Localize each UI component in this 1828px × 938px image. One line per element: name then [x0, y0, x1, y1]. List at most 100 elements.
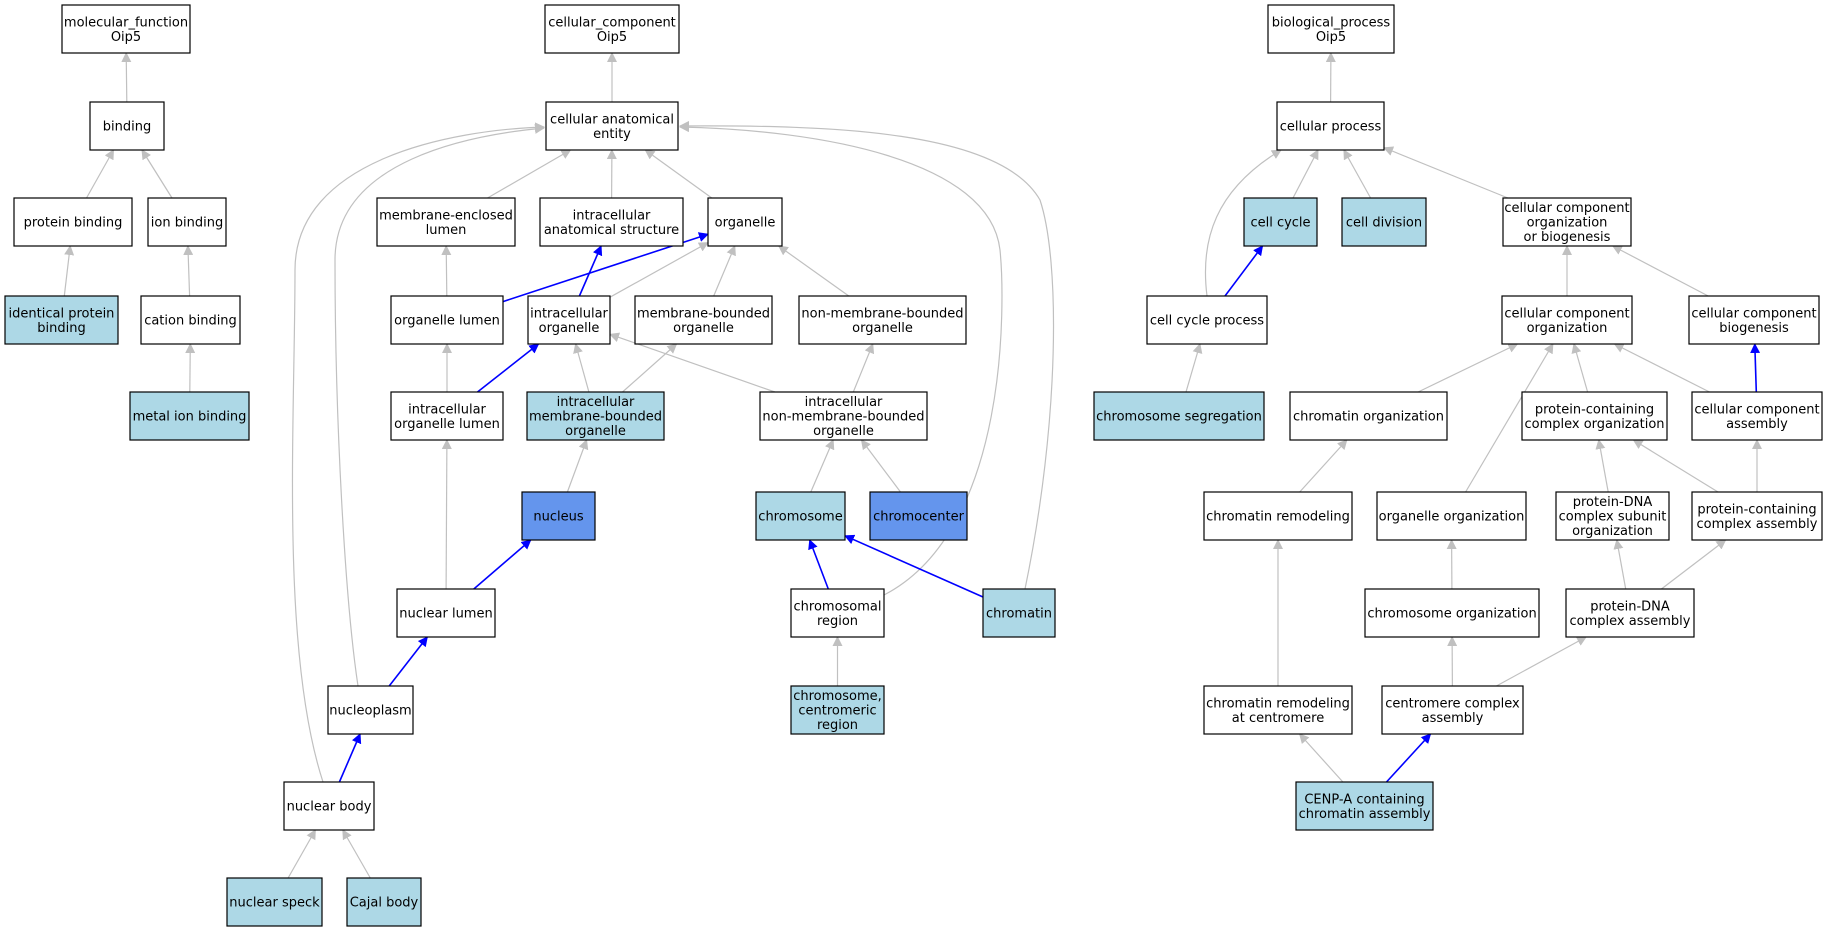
- edge-protein_dna_complex_assembly-to-protein_containing_complex_assembly: [1661, 540, 1725, 589]
- node-label-line: complex assembly: [1697, 517, 1818, 532]
- go-term-node-organelle[interactable]: organelle: [708, 198, 782, 246]
- edge-protein_containing_complex_assembly-to-protein_containing_complex_organization: [1634, 440, 1719, 492]
- go-term-node-binding[interactable]: binding: [90, 102, 164, 150]
- go-term-node-nucleoplasm[interactable]: nucleoplasm: [328, 686, 413, 734]
- node-label-line: organelle lumen: [394, 417, 500, 432]
- node-label-line: assembly: [1726, 417, 1788, 432]
- node-label-line: region: [817, 718, 858, 733]
- go-term-node-ion-binding[interactable]: ion binding: [148, 198, 226, 246]
- node-label-line: cell division: [1346, 216, 1422, 231]
- node-label-line: non-membrane-bounded: [762, 410, 924, 425]
- node-label-line: organelle: [813, 424, 874, 439]
- node-label-line: biogenesis: [1719, 321, 1789, 336]
- node-label-line: Oip5: [1316, 30, 1346, 45]
- go-term-node-chromatin[interactable]: chromatin: [983, 589, 1055, 637]
- go-term-node-cellular-process[interactable]: cellular process: [1277, 102, 1384, 150]
- go-term-node-chromocenter[interactable]: chromocenter: [870, 492, 967, 540]
- go-term-node-chromatin-remodeling[interactable]: chromatin remodeling: [1204, 492, 1352, 540]
- edge-nuclear_speck-to-nuclear_body: [288, 830, 315, 878]
- go-term-node-chromosome-segregation[interactable]: chromosome segregation: [1094, 392, 1264, 440]
- go-term-node-organelle-lumen[interactable]: organelle lumen: [391, 296, 503, 344]
- node-label-line: membrane-bounded: [637, 306, 770, 321]
- node-label-line: intracellular: [805, 395, 883, 410]
- node-label-line: protein-containing: [1697, 502, 1816, 517]
- node-label-line: chromocenter: [873, 510, 964, 525]
- go-term-node-metal-ion-binding[interactable]: metal ion binding: [130, 392, 249, 440]
- node-label-line: cellular process: [1280, 120, 1382, 135]
- node-label-line: non-membrane-bounded: [801, 306, 963, 321]
- node-label-line: complex assembly: [1570, 614, 1691, 629]
- go-term-node-chromatin-organization[interactable]: chromatin organization: [1290, 392, 1447, 440]
- go-term-node-protein-binding[interactable]: protein binding: [14, 198, 132, 246]
- edge-nucleoplasm-to-nuclear_lumen: [389, 637, 427, 686]
- node-label-line: protein binding: [24, 216, 123, 231]
- edge-cell_division-to-cellular_process: [1344, 150, 1371, 198]
- node-label-line: cellular anatomical: [550, 112, 674, 127]
- go-term-node-cell-cycle[interactable]: cell cycle: [1244, 198, 1317, 246]
- go-term-node-cation-binding[interactable]: cation binding: [141, 296, 240, 344]
- edge-protein_containing_complex_organization-to-cc_organization: [1574, 344, 1588, 392]
- edge-chromatin-to-chromosome: [845, 536, 983, 597]
- edge-intracellular_membrane_bounded_organelle-to-intracellular_organelle: [576, 344, 589, 392]
- edge-cc_org_or_biogenesis-to-cellular_process: [1384, 148, 1508, 198]
- node-label-line: centromeric: [798, 704, 876, 719]
- go-term-node-cajal-body[interactable]: Cajal body: [347, 878, 421, 926]
- edge-cc_assembly-to-cc_biogenesis: [1755, 344, 1757, 392]
- node-label-line: ion binding: [151, 216, 223, 231]
- go-term-node-cell-division[interactable]: cell division: [1342, 198, 1426, 246]
- go-term-node-nuclear-body[interactable]: nuclear body: [284, 782, 374, 830]
- node-label-line: molecular_function: [64, 15, 188, 30]
- edge-cajal_body-to-nuclear_body: [343, 830, 371, 878]
- go-term-node-cell-cycle-process[interactable]: cell cycle process: [1147, 296, 1267, 344]
- node-label-line: cellular component: [1691, 306, 1816, 321]
- go-term-node-nuclear-speck[interactable]: nuclear speck: [227, 878, 322, 926]
- go-term-node-organelle-organization[interactable]: organelle organization: [1377, 492, 1526, 540]
- node-label-line: chromosome: [758, 510, 842, 525]
- edge-binding-to-mf_root: [126, 53, 127, 102]
- node-label-line: membrane-enclosed: [379, 208, 513, 223]
- go-term-node-chromosome[interactable]: chromosome: [756, 492, 845, 540]
- go-term-node-nuclear-lumen[interactable]: nuclear lumen: [397, 589, 495, 637]
- go-term-node-nucleus[interactable]: nucleus: [522, 492, 595, 540]
- edge-membrane_bounded_organelle-to-organelle: [714, 246, 735, 296]
- edge-membrane_enclosed_lumen-to-cellular_anatomical_entity: [488, 150, 571, 198]
- node-label-line: CENP-A containing: [1304, 792, 1424, 807]
- node-label-line: chromosome segregation: [1096, 410, 1262, 425]
- node-label-line: nuclear lumen: [399, 607, 492, 622]
- node-label-line: centromere complex: [1385, 696, 1520, 711]
- edge-chromosomal_region-to-chromosome: [810, 540, 829, 589]
- go-term-node-intracellular-non-membrane-bounded-organelle[interactable]: intracellularnon-membrane-boundedorganel…: [760, 392, 927, 440]
- node-label-line: cell cycle process: [1150, 314, 1264, 329]
- node-label-line: identical protein: [9, 306, 115, 321]
- edge-intracellular_non_membrane_bounded_organelle-to-non_membrane_bounded_organelle: [853, 344, 873, 392]
- go-term-node-chromosome-organization[interactable]: chromosome organization: [1365, 589, 1539, 637]
- edge-cell_cycle-to-cellular_process: [1293, 150, 1318, 198]
- node-label-line: chromatin: [986, 607, 1052, 622]
- edge-ion_binding-to-binding: [142, 150, 172, 198]
